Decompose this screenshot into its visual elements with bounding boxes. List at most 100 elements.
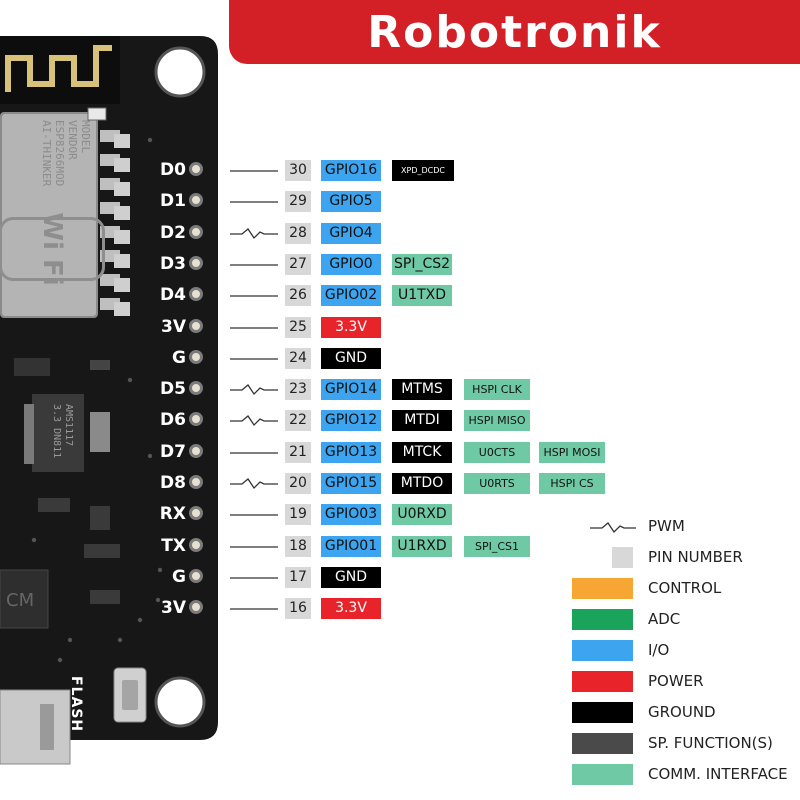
- header-pad: [114, 182, 130, 196]
- pwm-icon: [230, 384, 278, 396]
- pin-label: D1: [160, 191, 186, 212]
- smd-part: [84, 544, 120, 558]
- pin-connector-line: [230, 545, 278, 548]
- pin-number: 23: [285, 379, 311, 401]
- pin-label: TX: [161, 535, 186, 556]
- smd-part: [90, 590, 120, 604]
- pin-function-io: GPIO16: [321, 160, 381, 181]
- via: [127, 377, 133, 383]
- regulator-text: AMS1117: [63, 404, 74, 446]
- pin-function-ground: GND: [321, 347, 381, 369]
- pin-number: 21: [285, 441, 311, 463]
- pin-function-io: GPIO12: [321, 410, 381, 432]
- pin-number: 27: [285, 253, 311, 275]
- pin-pad: [189, 443, 203, 458]
- pin-function-io: GPIO5: [321, 191, 381, 213]
- header-pad: [114, 134, 130, 148]
- voltage-regulator: [32, 394, 84, 472]
- pin-number: 30: [285, 160, 311, 181]
- svg-text:CM: CM: [6, 590, 34, 611]
- brand-banner: Robotronik: [229, 0, 800, 64]
- pin-connector-line: [230, 326, 278, 329]
- mounting-hole-top: [154, 46, 206, 98]
- pin-connector-line: [230, 452, 278, 454]
- pin-pad: [189, 287, 203, 302]
- pin-function-ground: XPD_DCDC: [392, 160, 454, 181]
- pin-function-comm: HSPI MISO: [464, 410, 530, 432]
- pin-connector-line: [230, 170, 278, 172]
- pin-pad: [189, 600, 203, 615]
- pin-function-comm: HSPI MOSI: [539, 441, 605, 463]
- legend-label: PWM: [648, 517, 685, 535]
- pin-connector-line: [230, 514, 278, 516]
- header-pad: [114, 302, 130, 316]
- pin-function-io: GPIO03: [321, 504, 381, 526]
- pwm-icon: [230, 227, 278, 239]
- via: [147, 453, 153, 459]
- via: [117, 637, 123, 643]
- pin-function-io: GPIO0: [321, 253, 381, 275]
- wifi-text: Wi Fi: [37, 212, 67, 286]
- via: [155, 597, 161, 603]
- legend-swatch-power: [572, 671, 633, 692]
- smd-part: [90, 360, 110, 370]
- pin-function-comm: SPI_CS2: [392, 253, 452, 275]
- pin-connector-line: [230, 201, 278, 203]
- pin-function-power: 3.3V: [321, 598, 381, 620]
- pin-function-comm: SPI_CS1: [464, 535, 530, 557]
- pin-pad: [189, 412, 203, 427]
- legend-swatch-adc: [572, 609, 633, 630]
- pin-function-comm: U1TXD: [392, 285, 452, 307]
- legend-label: CONTROL: [648, 579, 722, 597]
- pin-label: G: [172, 347, 186, 368]
- pin-label: RX: [159, 504, 186, 525]
- pin-function-io: GPIO15: [321, 473, 381, 494]
- pin-number: 16: [285, 598, 311, 620]
- pin-number: 25: [285, 316, 311, 338]
- pin-function-io: GPIO13: [321, 441, 381, 463]
- pin-function-ground: MTDO: [392, 473, 452, 494]
- via: [57, 657, 63, 663]
- via: [157, 567, 163, 573]
- pin-label: D8: [160, 473, 186, 493]
- header-pad: [114, 254, 130, 268]
- pin-function-ground: MTDI: [392, 410, 452, 432]
- pin-function-comm: U1RXD: [392, 535, 452, 557]
- legend-label: COMM. INTERFACE: [648, 765, 788, 783]
- legend-label: ADC: [648, 610, 681, 628]
- pin-function-ground: GND: [321, 566, 381, 588]
- pin-label: 3V: [161, 316, 186, 337]
- board-vias: [31, 137, 163, 663]
- pin-connector-line: [230, 608, 278, 610]
- pin-label: D4: [160, 285, 186, 306]
- pin-function-comm: U0RTS: [464, 473, 530, 494]
- pin-label: G: [172, 566, 186, 587]
- pin-number: 17: [285, 566, 311, 588]
- pin-number: 18: [285, 535, 311, 557]
- header-pins: [114, 134, 130, 316]
- pin-connector-line: [230, 577, 278, 579]
- pin-number: 20: [285, 473, 311, 494]
- pin-function-comm: U0RXD: [392, 504, 452, 526]
- pin-pad: [189, 318, 203, 333]
- legend-label: POWER: [648, 672, 704, 690]
- pin-function-io: GPIO01: [321, 535, 381, 557]
- pin-function-comm: HSPI CS: [539, 473, 605, 494]
- pin-number: 28: [285, 222, 311, 244]
- smd-part: [14, 358, 50, 376]
- smd-part: [38, 498, 70, 512]
- pin-number: 24: [285, 347, 311, 369]
- mounting-hole-bottom: [154, 676, 206, 728]
- pin-label: 3V: [161, 598, 186, 619]
- pin-label: D3: [160, 253, 186, 274]
- pin-pad: [189, 475, 203, 489]
- pin-pad: [189, 162, 203, 176]
- usb-connector: [0, 689, 71, 765]
- legend-label: GROUND: [648, 703, 716, 721]
- pin-function-ground: MTCK: [392, 441, 452, 463]
- header-pad: [114, 158, 130, 172]
- pin-function-comm: U0CTS: [464, 441, 530, 463]
- via: [31, 537, 37, 543]
- pin-number: 22: [285, 410, 311, 432]
